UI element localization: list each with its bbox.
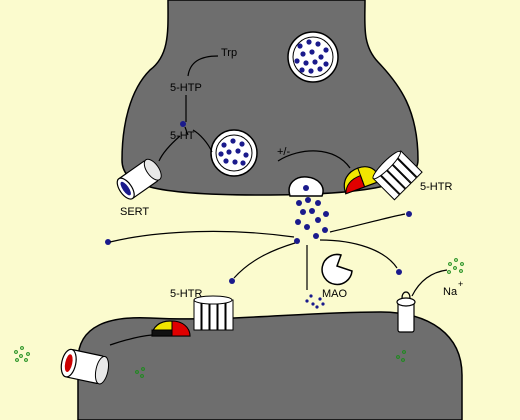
5-htp-label: 5-HTP <box>170 82 202 94</box>
plus-minus-label: +/- <box>277 146 290 158</box>
postsynaptic-receptor <box>151 320 191 337</box>
sodium-channel <box>396 291 416 333</box>
presynaptic-5-htr-label: 5-HTR <box>420 181 452 193</box>
mao-metabolites <box>305 294 325 309</box>
presynaptic-neuron <box>121 0 419 196</box>
mao-label: MAO <box>322 288 348 300</box>
serotonin-pathways <box>109 213 406 290</box>
sodium-charge-label: + <box>458 279 463 289</box>
sodium-channel-line <box>411 269 448 297</box>
storage-vesicle-middle <box>210 129 258 177</box>
storage-vesicle-top <box>287 31 339 83</box>
presynaptic-5-htr-channel <box>372 150 423 201</box>
postsynaptic-5-htr-channel <box>193 295 234 331</box>
left-ion-channel <box>60 348 110 385</box>
serotonin-molecule-cytoplasm <box>180 121 186 127</box>
fusing-vesicle <box>288 176 324 197</box>
synthesis-pathway <box>158 55 351 169</box>
postsynaptic-signal-line <box>109 334 153 346</box>
5-ht-label: 5-HT <box>170 130 195 142</box>
postsynaptic-neuron <box>77 311 463 420</box>
sodium-label: Na <box>443 286 458 298</box>
sodium-ions <box>14 258 464 378</box>
sert-label: SERT <box>120 206 149 218</box>
released-serotonin <box>105 197 412 284</box>
presynaptic-receptor <box>343 166 381 195</box>
postsynaptic-5-htr-label: 5-HTR <box>170 288 202 300</box>
sert-transporter <box>116 158 162 200</box>
trp-label: Trp <box>221 47 237 59</box>
mao-enzyme <box>321 253 353 286</box>
